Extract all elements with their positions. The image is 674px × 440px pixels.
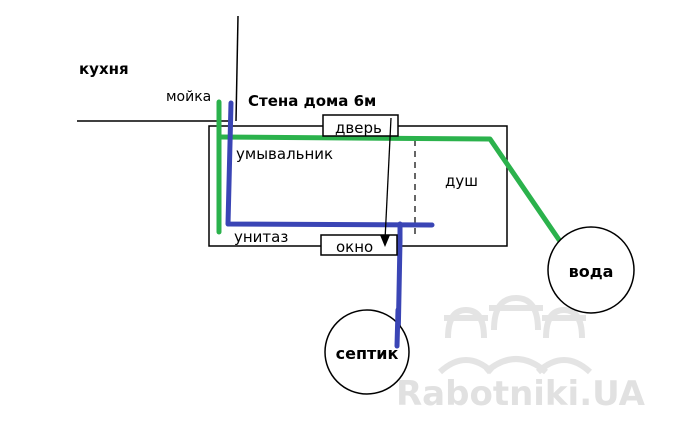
water-source-circle [547,226,635,314]
septic-label: септик [336,344,399,363]
door-window-arrow-line [384,117,392,241]
kitchen-label: кухня [79,60,129,78]
water-label: вода [569,262,614,281]
sewer-pipe-into-septic [394,307,401,349]
workers-logo-icon [437,294,593,375]
window-label: окно [336,238,373,256]
house-wall-vertical [235,15,239,122]
arrow-head-icon [380,235,390,247]
sink-label: мойка [166,89,211,105]
water-pipe [216,99,569,253]
door-box [322,114,399,137]
washbasin-label: умывальник [236,145,333,163]
toilet-label: унитаз [234,228,288,246]
door-label: дверь [335,119,382,137]
window-box [320,234,398,256]
septic-tank-circle [324,309,410,395]
house-walls [77,15,239,122]
watermark-text: Rabotniki.UA [396,374,646,414]
house-wall-label: Стена дома 6м [248,92,376,110]
shower-label: душ [445,172,478,190]
watermark: Rabotniki.UA [396,294,646,414]
